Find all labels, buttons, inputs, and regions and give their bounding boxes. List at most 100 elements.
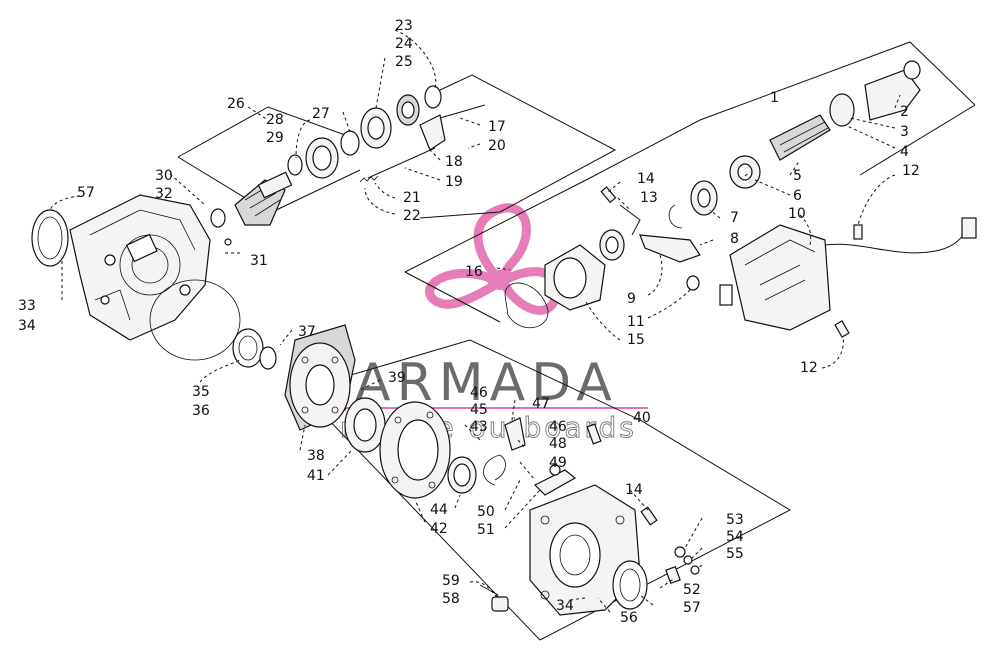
connector [961, 217, 977, 239]
leader-lines [49, 29, 901, 613]
gasket-16 [504, 282, 549, 329]
bearing-7 [690, 180, 718, 216]
label-part-44: 44 [430, 502, 448, 518]
label-part-54: 54 [726, 529, 744, 545]
bolt-14-upper [600, 186, 617, 204]
label-part-10: 10 [788, 206, 806, 222]
label-part-41: 41 [307, 468, 325, 484]
label-part-32: 32 [155, 186, 173, 202]
wire-harness [824, 227, 969, 254]
nut-54 [683, 555, 693, 565]
label-part-5: 5 [793, 168, 802, 184]
label-part-6: 6 [793, 188, 802, 204]
seal-57-rear [612, 560, 648, 610]
label-part-49: 49 [549, 455, 567, 471]
label-part-12-lower: 12 [800, 360, 818, 376]
label-part-51: 51 [477, 522, 495, 538]
shift-fork-18 [419, 104, 486, 151]
bearing-23-25 [360, 85, 442, 149]
label-part-38: 38 [307, 448, 325, 464]
label-part-9: 9 [627, 291, 636, 307]
label-part-21: 21 [403, 190, 421, 206]
armada-logo [425, 203, 562, 315]
gear-6 [729, 155, 761, 189]
label-part-2: 2 [900, 104, 909, 120]
label-part-43: 43 [470, 419, 488, 435]
label-part-28: 28 [266, 112, 284, 128]
label-part-13: 13 [640, 190, 658, 206]
watermark-title: ARMADA [355, 353, 618, 413]
seal-3 [829, 93, 855, 127]
label-part-19: 19 [445, 174, 463, 190]
label-part-39: 39 [388, 370, 406, 386]
label-part-3: 3 [900, 124, 909, 140]
bracket-13 [619, 204, 641, 236]
label-part-26: 26 [227, 96, 245, 112]
clip-55 [690, 565, 700, 575]
label-part-52: 52 [683, 582, 701, 598]
label-part-34-lower: 34 [556, 598, 574, 614]
label-part-1: 1 [770, 90, 779, 106]
label-part-45: 45 [470, 402, 488, 418]
bolt-14-lower [640, 506, 658, 526]
washer-53 [674, 546, 686, 558]
actuator-pin-49 [533, 464, 577, 496]
label-part-48: 48 [549, 436, 567, 452]
label-part-29: 29 [266, 130, 284, 146]
label-part-46-upper: 46 [470, 385, 488, 401]
bearing-28-29 [287, 137, 339, 179]
label-part-14-lower: 14 [625, 482, 643, 498]
label-part-56: 56 [620, 610, 638, 626]
label-part-37: 37 [298, 324, 316, 340]
bolt-48 [586, 423, 602, 445]
bearing-35-36 [232, 328, 277, 370]
label-part-46-lower: 46 [549, 419, 567, 435]
label-part-7: 7 [730, 210, 739, 226]
washer-32 [210, 208, 226, 228]
label-part-17: 17 [488, 119, 506, 135]
label-part-20: 20 [488, 138, 506, 154]
label-part-50: 50 [477, 504, 495, 520]
label-part-57-upper: 57 [77, 185, 95, 201]
o-ring-11 [686, 275, 700, 291]
snap-ring-8 [668, 204, 683, 229]
label-part-16: 16 [465, 264, 483, 280]
label-part-58: 58 [442, 591, 460, 607]
label-part-40: 40 [633, 410, 651, 426]
spacer-27 [340, 130, 360, 156]
boot-2 [864, 60, 921, 121]
pin-31 [224, 238, 232, 246]
label-part-42: 42 [430, 521, 448, 537]
label-part-18: 18 [445, 154, 463, 170]
label-part-34-upper: 34 [18, 318, 36, 334]
label-part-12-upper: 12 [902, 163, 920, 179]
label-part-57-lower: 57 [683, 600, 701, 616]
seal-44 [447, 456, 477, 494]
part-number-labels: 1 2 3 4 5 6 7 8 9 10 11 12 12 13 14 14 1… [18, 18, 920, 626]
label-part-14-upper: 14 [637, 171, 655, 187]
bracket-9 [639, 234, 701, 263]
group-outline-1 [404, 41, 976, 323]
label-part-8: 8 [730, 231, 739, 247]
ring-gear-38 [284, 324, 356, 431]
label-part-23: 23 [395, 18, 413, 34]
label-part-36: 36 [192, 403, 210, 419]
snap-ring-43 [483, 454, 506, 486]
label-part-27: 27 [312, 106, 330, 122]
label-part-35: 35 [192, 384, 210, 400]
shim-plate-42 [379, 401, 451, 499]
label-part-59: 59 [442, 573, 460, 589]
bolt-12-lower [834, 320, 850, 338]
front-housing-57 [31, 194, 211, 341]
label-part-55: 55 [726, 546, 744, 562]
label-part-31: 31 [250, 253, 268, 269]
drain-plug-58 [479, 584, 509, 612]
label-part-4: 4 [900, 144, 909, 160]
housing-16 [544, 244, 606, 311]
bolt-12-upper [853, 224, 863, 240]
label-part-11: 11 [627, 314, 645, 330]
label-part-53: 53 [726, 512, 744, 528]
o-ring-large [149, 279, 241, 361]
bearing-15 [599, 229, 625, 261]
